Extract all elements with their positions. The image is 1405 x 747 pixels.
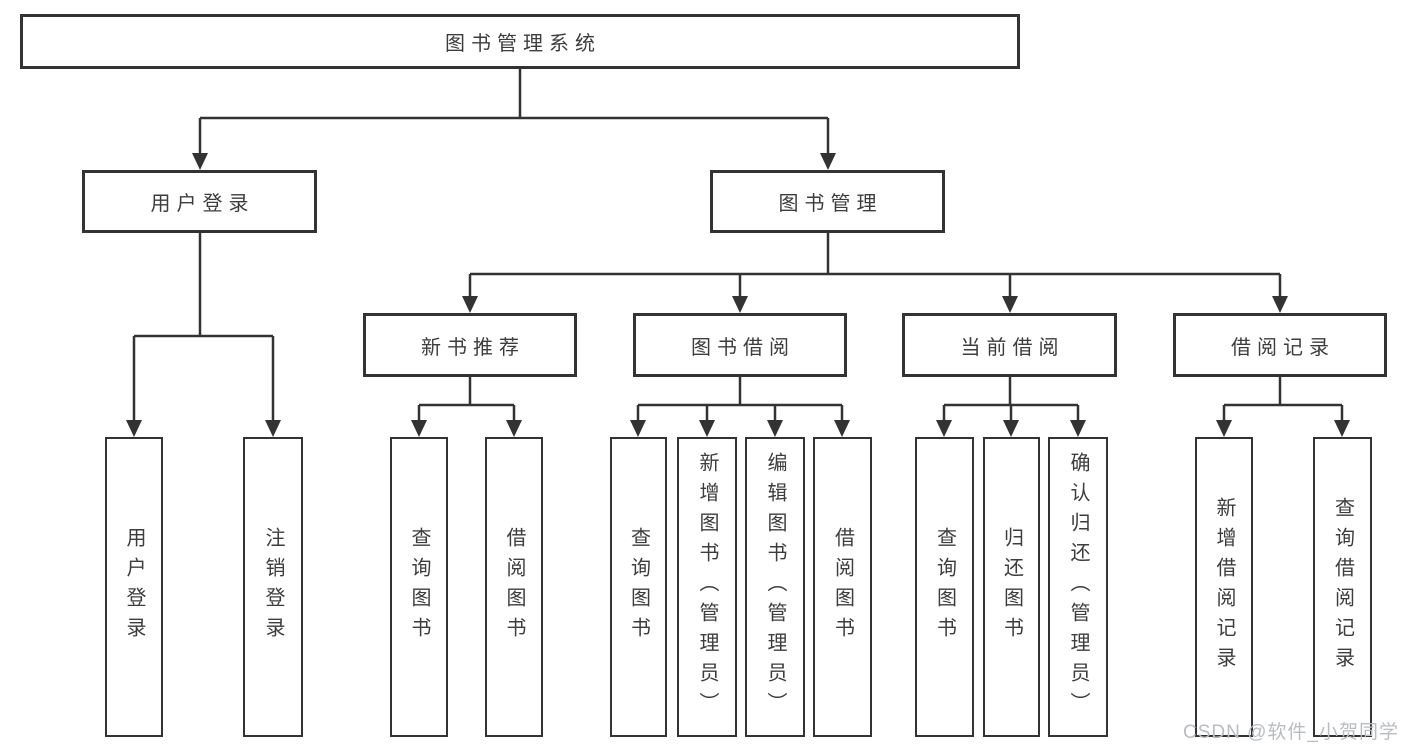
- node-book-management-label: 图书管理: [778, 193, 883, 215]
- arrowhead-icon: [1216, 420, 1232, 437]
- leaf-records-query: 查询借阅记录: [1313, 437, 1372, 737]
- leaf-user-login-label: 用户登录: [123, 527, 145, 647]
- node-user-login-label: 用户登录: [150, 193, 255, 215]
- node-book-management: 图书管理: [710, 170, 945, 233]
- arrowhead-icon: [1002, 296, 1018, 313]
- leaf-records-query-label: 查询借阅记录: [1331, 497, 1354, 677]
- arrowhead-icon: [192, 153, 208, 170]
- leaf-records-add: 新增借阅记录: [1195, 437, 1253, 737]
- leaf-borrow-edit-label: 编辑图书（管理员）: [764, 452, 786, 722]
- leaf-records-add-label: 新增借阅记录: [1213, 497, 1235, 677]
- leaf-borrow-borrow: 借阅图书: [813, 437, 872, 737]
- node-user-login: 用户登录: [82, 170, 317, 233]
- arrowhead-icon: [265, 420, 281, 437]
- arrowhead-icon: [1003, 420, 1019, 437]
- leaf-borrow-edit: 编辑图书（管理员）: [745, 437, 805, 737]
- arrowhead-icon: [1070, 420, 1086, 437]
- leaf-current-return: 归还图书: [983, 437, 1040, 737]
- leaf-newbooks-borrow-label: 借阅图书: [503, 527, 525, 647]
- node-new-book-recommend-label: 新书推荐: [421, 336, 525, 359]
- node-book-borrow-label: 图书借阅: [691, 336, 795, 359]
- node-current-borrow-label: 当前借阅: [960, 336, 1065, 359]
- arrowhead-icon: [1272, 296, 1288, 313]
- arrowhead-icon: [462, 296, 478, 313]
- leaf-logout-label: 注销登录: [262, 527, 284, 647]
- leaf-current-query-label: 查询图书: [933, 527, 956, 647]
- arrowhead-icon: [767, 420, 783, 437]
- leaf-current-confirm: 确认归还（管理员）: [1048, 437, 1108, 737]
- arrowhead-icon: [630, 420, 646, 437]
- leaf-newbooks-query: 查询图书: [390, 437, 448, 737]
- leaf-current-confirm-label: 确认归还（管理员）: [1067, 452, 1089, 722]
- leaf-borrow-query: 查询图书: [610, 437, 667, 737]
- leaf-borrow-query-label: 查询图书: [627, 527, 650, 647]
- leaf-newbooks-borrow: 借阅图书: [485, 437, 543, 737]
- node-new-book-recommend: 新书推荐: [363, 313, 577, 377]
- node-borrow-records: 借阅记录: [1173, 313, 1387, 377]
- node-borrow-records-label: 借阅记录: [1231, 336, 1335, 359]
- arrowhead-icon: [126, 420, 142, 437]
- leaf-current-query: 查询图书: [915, 437, 974, 737]
- leaf-user-login: 用户登录: [105, 437, 163, 737]
- arrowhead-icon: [732, 296, 748, 313]
- leaf-logout: 注销登录: [243, 437, 303, 737]
- csdn-watermark: CSDN @软件_小贺同学: [1183, 722, 1399, 743]
- node-book-borrow: 图书借阅: [633, 313, 847, 377]
- leaf-newbooks-query-label: 查询图书: [408, 527, 430, 647]
- leaf-borrow-add-label: 新增图书（管理员）: [696, 452, 718, 722]
- arrowhead-icon: [820, 153, 836, 170]
- node-root-label: 图书管理系统: [445, 33, 601, 55]
- arrowhead-icon: [936, 420, 952, 437]
- leaf-borrow-add: 新增图书（管理员）: [677, 437, 737, 737]
- arrowhead-icon: [699, 420, 715, 437]
- arrowhead-icon: [1334, 420, 1350, 437]
- node-root: 图书管理系统: [20, 14, 1020, 69]
- node-current-borrow: 当前借阅: [902, 313, 1117, 377]
- arrowhead-icon: [506, 420, 522, 437]
- leaf-current-return-label: 归还图书: [1000, 527, 1023, 647]
- arrowhead-icon: [834, 420, 850, 437]
- leaf-borrow-borrow-label: 借阅图书: [831, 527, 854, 647]
- arrowhead-icon: [411, 420, 427, 437]
